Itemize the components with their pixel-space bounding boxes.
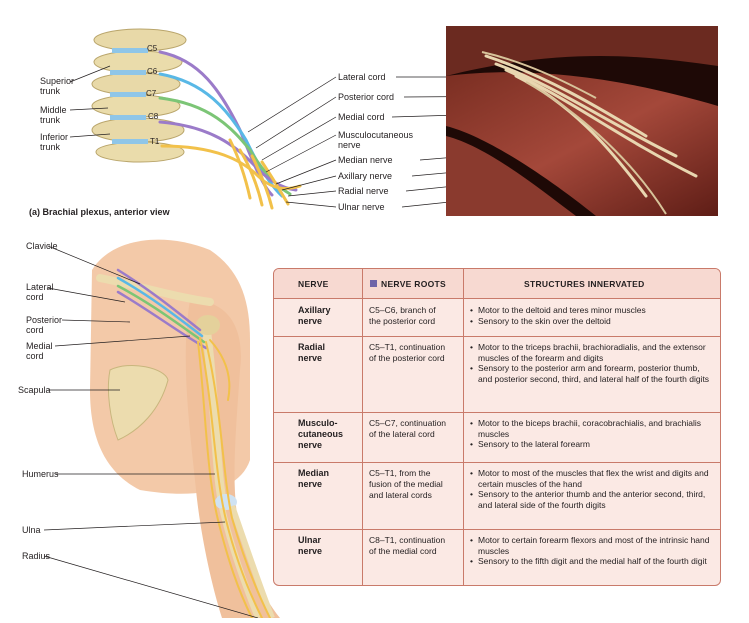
structures-innervated: Motor to certain forearm flexors and mos… xyxy=(470,535,716,567)
nerve-roots-description: , continuation of the posterior cord xyxy=(369,342,446,363)
label-scapula: Scapula xyxy=(18,385,51,395)
nerve-name: Axillary nerve xyxy=(298,305,331,326)
structures-innervated: Motor to most of the muscles that flex t… xyxy=(470,468,716,510)
label-musculocutaneous-nerve: Musculocutaneous nerve xyxy=(338,130,414,150)
label-clavicle: Clavicle xyxy=(26,241,58,251)
table-header: NERVE NERVE ROOTS STRUCTURES INNERVATED xyxy=(274,269,720,299)
column-divider xyxy=(362,269,363,585)
label-axillary-nerve: Axillary nerve xyxy=(338,171,393,181)
nerve-roots-range: C5–C7 xyxy=(369,418,396,428)
nerve-roots-range: C8–T1 xyxy=(369,535,395,545)
label-arm-posterior-cord: Posterior cord xyxy=(26,315,63,335)
nerve-roots: C5–C7, continuation of the lateral cord xyxy=(369,418,464,440)
nerve-roots-description: , continuation of the medial cord xyxy=(369,535,446,556)
nerve-roots-description: , branch of the posterior cord xyxy=(369,305,436,326)
structure-bullet: Motor to most of the muscles that flex t… xyxy=(470,468,716,489)
header-nerve-roots: NERVE ROOTS xyxy=(370,279,446,289)
vertebra-label-t1: T1 xyxy=(150,137,160,146)
cadaver-photo xyxy=(446,26,718,216)
nerve-roots-description: , from the fusion of the medial and late… xyxy=(369,468,443,500)
vertebra-label-c5: C5 xyxy=(147,44,158,53)
header-structures: STRUCTURES INNERVATED xyxy=(524,279,645,289)
nerve-roots: C5–T1, continuation of the posterior cor… xyxy=(369,342,464,364)
structures-innervated: Motor to the biceps brachii, coracobrach… xyxy=(470,418,716,450)
vertebra-label-c7: C7 xyxy=(146,89,157,98)
table-row: Ulnar nerve C8–T1, continuation of the me… xyxy=(274,529,720,585)
label-arm-lateral-cord: Lateral cord xyxy=(26,282,54,302)
nerve-roots: C5–C6, branch of the posterior cord xyxy=(369,305,464,327)
label-humerus: Humerus xyxy=(22,469,59,479)
label-ulna: Ulna xyxy=(22,525,41,535)
vertebral-column xyxy=(91,28,187,163)
plexus-illustration xyxy=(69,28,641,210)
vertebra-label-c6: C6 xyxy=(147,67,158,76)
label-radius: Radius xyxy=(22,551,51,561)
structures-innervated: Motor to the deltoid and teres minor mus… xyxy=(470,305,716,326)
structure-bullet: Sensory to the skin over the deltoid xyxy=(470,316,716,327)
nerve-roots-range: C5–T1 xyxy=(369,468,395,478)
vertebra-label-c8: C8 xyxy=(148,112,159,121)
label-ulnar-nerve: Ulnar nerve xyxy=(338,202,385,212)
structure-bullet: Sensory to the anterior thumb and the an… xyxy=(470,489,716,510)
nerve-name: Ulnar nerve xyxy=(298,535,323,556)
label-lateral-cord: Lateral cord xyxy=(338,72,386,82)
center-leader-lines-left xyxy=(247,76,337,208)
label-posterior-cord: Posterior cord xyxy=(338,92,395,102)
column-divider xyxy=(463,269,464,585)
structure-bullet: Motor to the triceps brachii, brachiorad… xyxy=(470,342,716,363)
nerve-name: Radial nerve xyxy=(298,342,326,363)
structure-bullet: Sensory to the fifth digit and the media… xyxy=(470,556,716,567)
label-superior-trunk: Superior trunk xyxy=(40,76,75,96)
structure-bullet: Sensory to the posterior arm and forearm… xyxy=(470,363,716,384)
table-row: Axillary nerve C5–C6, branch of the poste… xyxy=(274,299,720,337)
label-radial-nerve: Radial nerve xyxy=(338,186,389,196)
nerve-name: Median nerve xyxy=(298,468,330,489)
figure-caption: (a) Brachial plexus, anterior view xyxy=(29,207,170,217)
nerve-roots-range: C5–C6 xyxy=(369,305,396,315)
header-roots-label: NERVE ROOTS xyxy=(381,279,447,289)
nerve-roots: C8–T1, continuation of the medial cord xyxy=(369,535,464,557)
label-inferior-trunk: Inferior trunk xyxy=(40,132,69,152)
label-arm-medial-cord: Medial cord xyxy=(26,341,53,361)
plexus-nerves xyxy=(158,50,302,210)
nerve-roots: C5–T1, from the fusion of the medial and… xyxy=(369,468,464,501)
label-median-nerve: Median nerve xyxy=(338,155,393,165)
label-middle-trunk: Middle trunk xyxy=(40,105,67,125)
brachial-plexus-figure: C5 C6 C7 C8 T1 Superior trunk Middle tru… xyxy=(0,0,749,225)
table-body: Axillary nerve C5–C6, branch of the poste… xyxy=(274,299,720,585)
table-row: Musculo- cutaneous nerve C5–C7, continuat… xyxy=(274,412,720,463)
nerve-roots-range: C5–T1 xyxy=(369,342,395,352)
left-leader-lines xyxy=(69,65,111,138)
roots-marker-icon xyxy=(370,280,377,287)
nerve-table: NERVE NERVE ROOTS STRUCTURES INNERVATED … xyxy=(273,268,721,586)
caption-text: Brachial plexus, anterior view xyxy=(42,207,170,217)
structure-bullet: Motor to certain forearm flexors and mos… xyxy=(470,535,716,556)
structures-innervated: Motor to the triceps brachii, brachiorad… xyxy=(470,342,716,384)
caption-letter: (a) xyxy=(29,207,40,217)
structure-bullet: Sensory to the lateral forearm xyxy=(470,439,716,450)
structure-bullet: Motor to the biceps brachii, coracobrach… xyxy=(470,418,716,439)
table-row: Radial nerve C5–T1, continuation of the p… xyxy=(274,336,720,413)
structure-bullet: Motor to the deltoid and teres minor mus… xyxy=(470,305,716,316)
arm-illustration: Clavicle Lateral cord Posterior cord Med… xyxy=(0,230,290,620)
header-nerve: NERVE xyxy=(298,279,329,289)
label-medial-cord: Medial cord xyxy=(338,112,385,122)
table-row: Median nerve C5–T1, from the fusion of th… xyxy=(274,462,720,530)
nerve-roots-description: , continuation of the lateral cord xyxy=(369,418,447,439)
nerve-name: Musculo- cutaneous nerve xyxy=(298,418,344,450)
arm-drawing xyxy=(43,239,280,620)
cadaver-photo-art xyxy=(446,26,718,216)
